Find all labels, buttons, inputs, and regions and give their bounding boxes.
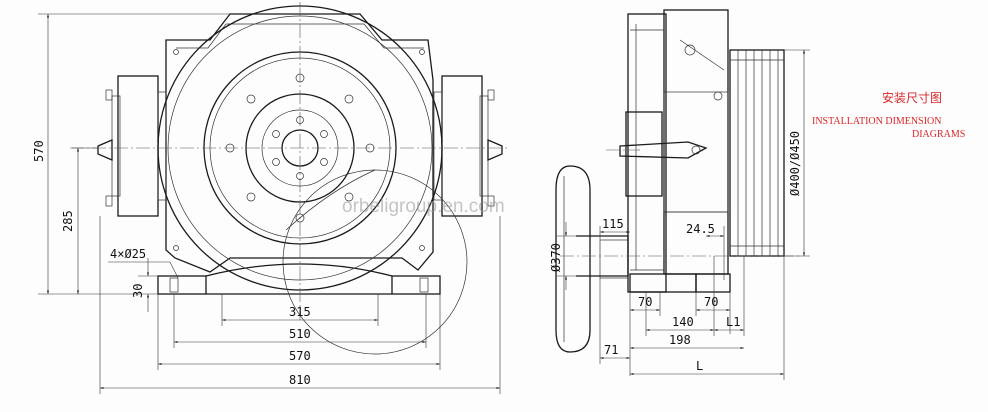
dim-198: 198 [669,333,691,347]
dim-L: L [696,359,703,373]
dim-810: 810 [289,373,311,387]
dim-570-horizontal: 570 [289,349,311,363]
dim-30: 30 [131,284,145,298]
dim-71: 71 [604,343,618,357]
caption-cn-title: 安装尺寸图 [882,90,942,105]
watermark: orbeligroup.en.com [342,196,505,217]
caption-en-line1: INSTALLATION DIMENSION [812,116,941,127]
dim-brake-diameter: Ø370 [549,243,563,272]
dim-510: 510 [289,327,311,341]
side-view: Ø400/Ø450 Ø370 115 24.5 70 70 140 L1 198… [549,9,810,380]
dim-70-left: 70 [638,295,652,309]
caption-en-line2: DIAGRAMS [912,129,965,140]
front-view: 570 285 30 4×Ø25 315 510 570 810 [32,2,510,394]
hole-note: 4×Ø25 [110,247,146,261]
dim-L1: L1 [726,315,740,329]
dim-70-right: 70 [704,295,718,309]
dim-24-5: 24.5 [686,222,715,236]
dim-sheave-diameter: Ø400/Ø450 [788,131,802,196]
dim-570-vertical: 570 [32,140,46,162]
dim-315: 315 [289,305,311,319]
caption: 安装尺寸图 INSTALLATION DIMENSION DIAGRAMS [812,90,965,140]
dim-115: 115 [602,217,624,231]
dim-140: 140 [672,315,694,329]
dim-285: 285 [61,210,75,232]
